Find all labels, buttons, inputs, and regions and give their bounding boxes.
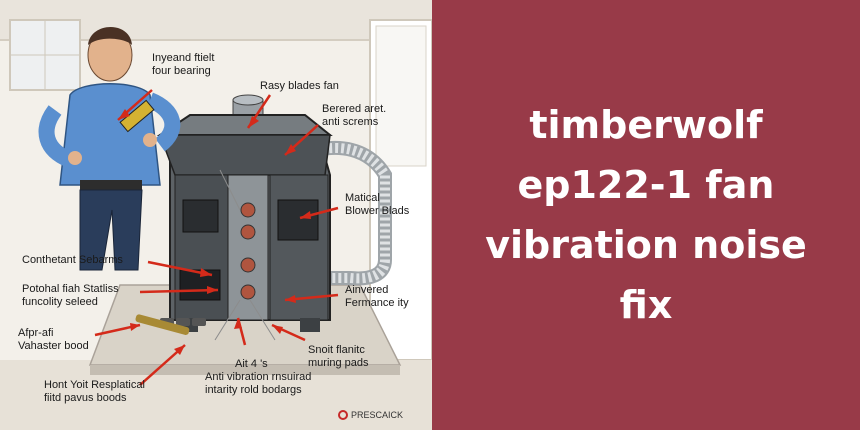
- callout-line: intarity rold bodargs: [205, 384, 302, 396]
- callout-respl: Hont Yoit Resplatical fiitd pavus boods: [44, 379, 145, 405]
- callout-line: Afpr-afi: [18, 327, 54, 339]
- callout-line: funcolity seleed: [22, 296, 98, 308]
- title-line: timberwolf: [529, 103, 763, 147]
- callout-line: Snoit flanitc: [308, 344, 365, 356]
- title-line: fix: [619, 283, 673, 327]
- callout-line: Potohal fiah Statliss: [22, 283, 119, 295]
- callout-line: fiitd pavus boods: [44, 392, 127, 404]
- callout-line: Conthetant Sebarms: [22, 254, 123, 266]
- callout-line: Vahaster bood: [18, 340, 89, 352]
- brand-text: PRESCAICK: [351, 410, 404, 420]
- callout-bearing: Inyeand ftielt four bearing: [152, 52, 214, 78]
- callout-line: Hont Yoit Resplatical: [44, 379, 145, 391]
- callout-line: Berered aret.: [322, 103, 387, 115]
- brand-logo-icon: [338, 410, 348, 420]
- illustration: Inyeand ftielt four bearing Rasy blades …: [0, 0, 432, 430]
- callout-blower: Matical Blower Blads: [345, 192, 409, 218]
- callout-line: Matical: [345, 192, 380, 204]
- brand-watermark: PRESCAICK: [338, 410, 403, 420]
- title-line: ep122-1 fan: [517, 163, 775, 207]
- callout-line: Inyeand ftielt: [152, 52, 215, 64]
- callout-line: four bearing: [152, 65, 211, 77]
- callout-arrows: [94, 89, 339, 386]
- callout-muring: Snoit flanitc muring pads: [308, 344, 369, 370]
- callout-fermance: Ainvered Fermance ity: [345, 284, 409, 310]
- drill: [119, 99, 155, 133]
- stove-window-right: [277, 199, 319, 241]
- callout-statliss: Potohal fiah Statliss funcolity seleed: [22, 283, 119, 309]
- callout-line: Ainvered: [345, 284, 389, 296]
- bearing: [240, 202, 256, 218]
- callout-line: muring pads: [308, 357, 369, 369]
- callout-line: Blower Blads: [345, 205, 410, 217]
- wrench: [135, 314, 190, 335]
- callout-line: Rasy blades fan: [260, 80, 339, 92]
- callout-line: Anti vibration rnsuirad: [205, 371, 312, 383]
- callout-line: Ait 4 's: [235, 358, 268, 370]
- title-panel: timberwolf ep122-1 fan vibration noise f…: [432, 0, 860, 430]
- stove-illustration: [0, 0, 432, 430]
- technician: [38, 26, 181, 271]
- callout-blades-fan: Rasy blades fan: [260, 80, 339, 93]
- title-line: vibration noise: [485, 223, 807, 267]
- callout-line: Fermance ity: [345, 297, 409, 309]
- callout-screws: Berered aret. anti screms: [322, 103, 386, 129]
- callout-vahaster: Afpr-afi Vahaster bood: [18, 327, 89, 353]
- callout-line: anti screms: [322, 116, 379, 128]
- callout-vibration: Ait 4 's Anti vibration rnsuirad intarit…: [205, 358, 311, 397]
- stove-window-left: [182, 199, 219, 233]
- page-title: timberwolf ep122-1 fan vibration noise f…: [456, 95, 836, 335]
- callout-sebarms: Conthetant Sebarms: [22, 254, 123, 267]
